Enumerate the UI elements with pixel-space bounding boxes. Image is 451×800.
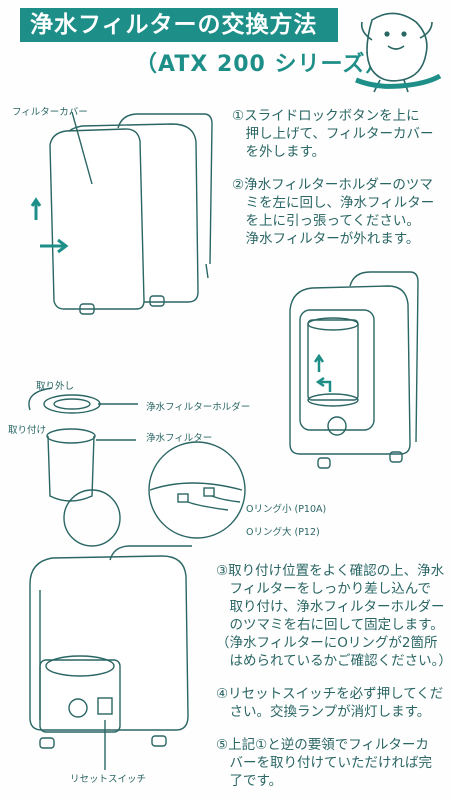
page-title: 浄水フィルターの交換方法 [20, 8, 338, 42]
step-3-line: ③取り付け位置をよく確認の上、浄水 [216, 563, 445, 579]
oring-large-label: Oリング大 (P12) [246, 527, 320, 538]
step-4-line: さい。交換ランプが消灯します。 [216, 704, 431, 720]
step-2-line: を上に引っ張ってください。 [232, 213, 420, 229]
step-2-line: ミを左に回し、浄水フィルター [232, 195, 435, 211]
filter-cover-label: フィルターカバー [12, 107, 88, 118]
attach-label: 取り付け [8, 425, 47, 436]
step-3: ③取り付け位置をよく確認の上、浄水 フィルターをしっかり差し込んで 取り付け、浄… [216, 562, 451, 670]
step-3-line: 取り付け、浄水フィルターホルダー [216, 599, 445, 615]
step-2-line: 浄水フィルターが外れます。 [232, 231, 420, 247]
step-1: ①スライドロックボタンを上に 押し上げて、フィルターカバー を外します。 [232, 107, 446, 161]
page-subtitle: （ATX 200 シリーズ） [135, 52, 389, 77]
reset-switch-label: リセットスイッチ [70, 774, 147, 785]
step-3-line: （浄水フィルターにOリングが2箇所 [216, 635, 438, 651]
water-filter-label: 浄水フィルター [146, 433, 213, 444]
step-5-line: バーを取り付けていただければ完 [216, 755, 432, 771]
step-3-line: フィルターをしっかり差し込んで [216, 581, 432, 597]
filter-holder-label: 浄水フィルターホルダー [146, 402, 251, 413]
step-1-line: 押し上げて、フィルターカバー [232, 126, 434, 142]
step-2: ②浄水フィルターホルダーのツマ ミを左に回し、浄水フィルター を上に引っ張ってく… [232, 176, 446, 248]
step-4-line: ④リセットスイッチを必ず押してくだ [216, 686, 444, 702]
step-1-line: ①スライドロックボタンを上に [232, 108, 420, 124]
step-5-line: 了です。 [216, 773, 283, 789]
step-3-line: のツマミを右に回して固定します。 [216, 617, 444, 633]
step-4: ④リセットスイッチを必ず押してくだ さい。交換ランプが消灯します。 [216, 685, 448, 721]
step-5-line: ⑤上記①と逆の要領でフィルターカ [216, 737, 429, 753]
step-2-line: ②浄水フィルターホルダーのツマ [232, 177, 433, 193]
oring-small-label: Oリング小 (P10A) [246, 504, 327, 515]
step-5: ⑤上記①と逆の要領でフィルターカ バーを取り付けていただければ完 了です。 [216, 736, 448, 790]
remove-label: 取り外し [36, 381, 75, 392]
step-3-line: はめられているかご確認ください。） [216, 653, 451, 669]
step-1-line: を外します。 [232, 144, 326, 160]
